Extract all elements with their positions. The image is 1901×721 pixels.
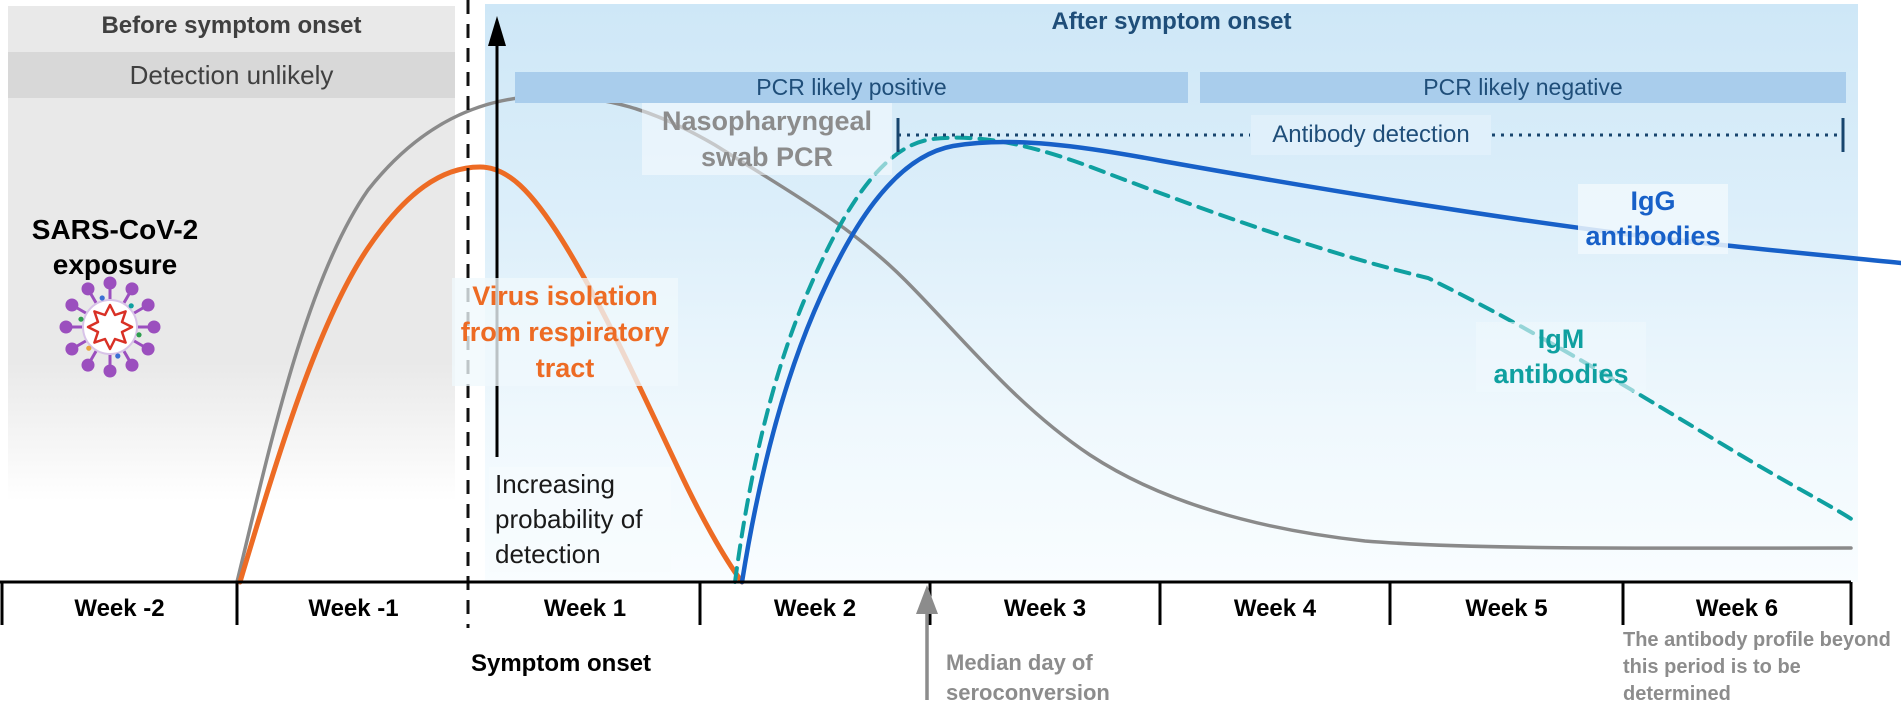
week-label-3: Week 3 xyxy=(1003,595,1087,622)
virus-iso-line2: from respiratory xyxy=(460,317,670,347)
igg-antibodies-label: IgG antibodies xyxy=(1578,184,1728,254)
week-label-minus2: Week -2 xyxy=(74,595,165,622)
increasing-line2: probability of xyxy=(495,504,643,534)
week-label-4: Week 4 xyxy=(1233,595,1317,622)
igm-line2: antibodies xyxy=(1493,359,1629,389)
virus-isolation-curve xyxy=(237,164,745,585)
naso-line1: Nasopharyngeal xyxy=(661,106,873,136)
note-line3: determined xyxy=(1623,683,1731,705)
virus-iso-line3: tract xyxy=(535,353,595,383)
naso-line2: swab PCR xyxy=(700,142,834,172)
symptom-onset-label: Symptom onset xyxy=(470,650,652,677)
igm-antibody-curve xyxy=(733,135,1858,584)
before-symptom-panel xyxy=(8,6,455,582)
virus-icon xyxy=(59,276,161,378)
antibody-detection-span xyxy=(896,118,1845,152)
seroconversion-arrow xyxy=(916,585,938,700)
note-line2: this period is to be xyxy=(1623,656,1801,678)
nasopharyngeal-pcr-curve xyxy=(235,94,1853,584)
week-axis xyxy=(0,580,1853,625)
week-label-1: Week 1 xyxy=(543,595,627,622)
exposure-line2: exposure xyxy=(52,249,178,280)
median-seroconversion-label: Median day of seroconversion xyxy=(946,648,1186,708)
increasing-line3: detection xyxy=(495,539,601,569)
virus-isolation-label: Virus isolation from respiratory tract xyxy=(452,278,678,386)
note-line1: The antibody profile beyond xyxy=(1623,629,1891,651)
igg-line2: antibodies xyxy=(1585,221,1721,251)
detection-unlikely-band: Detection unlikely xyxy=(8,52,455,98)
median-line2: seroconversion xyxy=(946,680,1110,705)
week-label-6: Week 6 xyxy=(1695,595,1779,622)
nasopharyngeal-swab-pcr-label: Nasopharyngeal swab PCR xyxy=(642,103,892,175)
week-label-5: Week 5 xyxy=(1465,595,1548,622)
before-symptom-title: Before symptom onset xyxy=(101,12,362,39)
pcr-likely-positive-band: PCR likely positive xyxy=(515,72,1188,103)
antibody-profile-note: The antibody profile beyond this period … xyxy=(1623,627,1891,708)
igm-antibodies-label: IgM antibodies xyxy=(1476,322,1646,392)
antibody-detection-label: Antibody detection xyxy=(1251,115,1491,155)
exposure-line1: SARS-CoV-2 xyxy=(31,214,199,245)
week-label-2: Week 2 xyxy=(773,595,857,622)
increasing-probability-label: Increasing probability of detection xyxy=(489,467,671,572)
increasing-line1: Increasing xyxy=(495,469,615,499)
median-line1: Median day of xyxy=(946,650,1093,675)
after-symptom-title: After symptom onset xyxy=(1051,8,1292,35)
pcr-likely-negative-band: PCR likely negative xyxy=(1200,72,1846,103)
igg-line1: IgG xyxy=(1630,186,1676,216)
week-label-minus1: Week -1 xyxy=(308,595,399,622)
virus-iso-line1: Virus isolation xyxy=(472,281,658,311)
increasing-probability-arrow xyxy=(488,16,506,457)
sars-cov-2-exposure-label: SARS-CoV-2 exposure xyxy=(10,212,220,282)
igm-line1: IgM xyxy=(1537,324,1585,354)
